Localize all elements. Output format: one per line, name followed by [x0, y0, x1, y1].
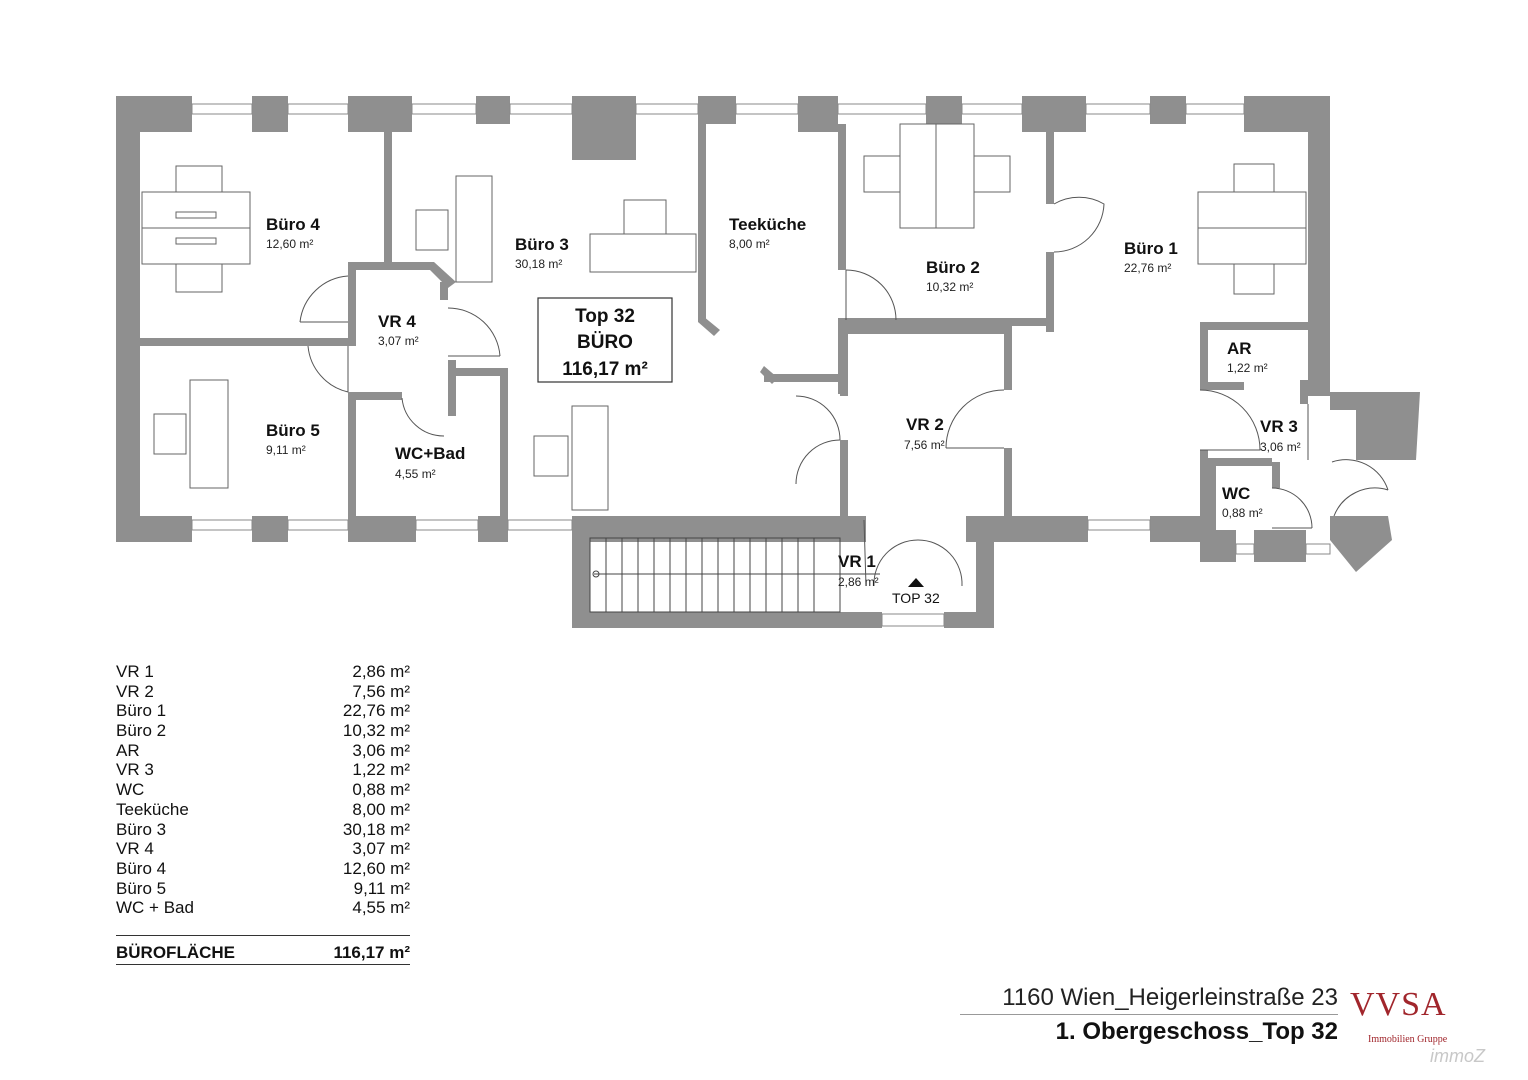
entry-label: TOP 32: [892, 590, 940, 606]
area-total-row: BÜROFLÄCHE 116,17 m²: [116, 934, 410, 965]
area-table-value: 4,55 m²: [352, 898, 410, 918]
area-table-value: 22,76 m²: [342, 701, 410, 721]
area-table-value: 7,56 m²: [352, 681, 410, 701]
watermark: immoZ: [1430, 1046, 1485, 1066]
area-total-value: 116,17 m²: [333, 942, 410, 962]
room-name-buero1: Büro 1: [1124, 239, 1178, 258]
area-table-value: 0,88 m²: [352, 780, 410, 800]
room-name-buero3: Büro 3: [515, 235, 569, 254]
area-table-value: 3,06 m²: [352, 740, 410, 760]
room-area-vr3: 3,06 m²: [1260, 440, 1301, 454]
area-table-value: 9,11 m²: [353, 878, 410, 898]
area-table-row: Büro 1 22,76 m²: [116, 701, 410, 721]
area-table-label: VR 3: [116, 760, 154, 780]
room-area-vr1: 2,86 m²: [838, 575, 879, 589]
area-table-row: AR 3,06 m²: [116, 741, 410, 761]
room-name-vr1: VR 1: [838, 552, 876, 571]
area-table-value: 30,18 m²: [342, 819, 410, 839]
area-table-row: Büro 5 9,11 m²: [116, 879, 410, 899]
room-area-wc: 0,88 m²: [1222, 506, 1263, 520]
room-area-buero3: 30,18 m²: [515, 257, 562, 271]
floor-plan: Top 32 BÜRO 116,17 m² Büro 4 12,60 m² Bü…: [116, 96, 1420, 628]
windows: [191, 103, 1331, 627]
room-area-buero5: 9,11 m²: [266, 443, 306, 457]
area-table-label: VR 2: [116, 681, 154, 701]
room-name-ar: AR: [1227, 339, 1252, 358]
area-table-value: 2,86 m²: [352, 662, 410, 681]
room-area-wcbad: 4,55 m²: [395, 467, 436, 481]
area-table-row: Büro 4 12,60 m²: [116, 859, 410, 879]
area-table-label: Büro 2: [116, 721, 167, 741]
room-name-vr3: VR 3: [1260, 417, 1298, 436]
footer-address: 1160 Wien_Heigerleinstraße 23: [960, 984, 1338, 1015]
area-table-value: 8,00 m²: [352, 799, 410, 819]
area-table-label: Teeküche: [116, 799, 189, 819]
room-name-buero4: Büro 4: [266, 215, 320, 234]
top-box-line1: Top 32: [575, 306, 635, 327]
room-area-vr2: 7,56 m²: [904, 438, 945, 452]
area-table-label: WC + Bad: [116, 898, 194, 918]
room-area-teekueche: 8,00 m²: [729, 237, 770, 251]
room-name-buero2: Büro 2: [926, 258, 980, 277]
area-table-label: VR 1: [116, 662, 154, 681]
area-table-label: Büro 1: [116, 701, 167, 721]
area-table-value: 1,22 m²: [352, 760, 410, 780]
area-table-row: VR 4 3,07 m²: [116, 839, 410, 859]
room-area-buero4: 12,60 m²: [266, 237, 313, 251]
room-name-vr4: VR 4: [378, 312, 416, 331]
room-area-ar: 1,22 m²: [1227, 361, 1268, 375]
area-table-label: Büro 5: [116, 878, 167, 898]
area-table-row: WC + Bad 4,55 m²: [116, 898, 410, 918]
area-table-label: Büro 4: [116, 858, 167, 878]
room-name-teekueche: Teeküche: [729, 215, 806, 234]
furniture: [141, 123, 1307, 511]
room-area-vr4: 3,07 m²: [378, 334, 419, 348]
brand-logo: VVSA Immobilien Gruppe: [1346, 984, 1476, 1054]
area-table-row: WC 0,88 m²: [116, 780, 410, 800]
top-box-line2: BÜRO: [577, 332, 633, 353]
room-name-wcbad: WC+Bad: [395, 444, 465, 463]
area-table-label: AR: [116, 740, 140, 760]
area-table-row: Büro 3 30,18 m²: [116, 820, 410, 840]
door-swings: [299, 196, 1389, 587]
top-box-line3: 116,17 m²: [562, 359, 648, 380]
entry-arrow-icon: [908, 578, 924, 587]
area-table-row: VR 1 2,86 m²: [116, 662, 410, 682]
area-table-label: WC: [116, 780, 145, 800]
room-name-buero5: Büro 5: [266, 421, 320, 440]
area-table-value: 3,07 m²: [352, 839, 410, 859]
area-table-row: VR 2 7,56 m²: [116, 682, 410, 702]
area-table-label: VR 4: [116, 839, 154, 859]
room-area-buero1: 22,76 m²: [1124, 261, 1171, 275]
room-area-buero2: 10,32 m²: [926, 280, 973, 294]
footer-floor: 1. Obergeschoss_Top 32: [1055, 1018, 1338, 1045]
logo-sub: Immobilien Gruppe: [1368, 1034, 1448, 1045]
area-total-label: BÜROFLÄCHE: [116, 942, 235, 962]
top-summary-box: [537, 297, 673, 383]
area-table-row: Büro 2 10,32 m²: [116, 721, 410, 741]
logo-brand: VVSA: [1350, 986, 1447, 1023]
interior-walls: [140, 110, 1308, 532]
staircase: [589, 537, 880, 613]
area-table-label: Büro 3: [116, 819, 167, 839]
area-table-value: 10,32 m²: [342, 721, 410, 741]
area-table-row: VR 3 1,22 m²: [116, 760, 410, 780]
area-table-value: 12,60 m²: [342, 858, 410, 878]
room-name-vr2: VR 2: [906, 415, 944, 434]
room-name-wc: WC: [1222, 484, 1250, 503]
area-table-row: Teeküche 8,00 m²: [116, 800, 410, 820]
